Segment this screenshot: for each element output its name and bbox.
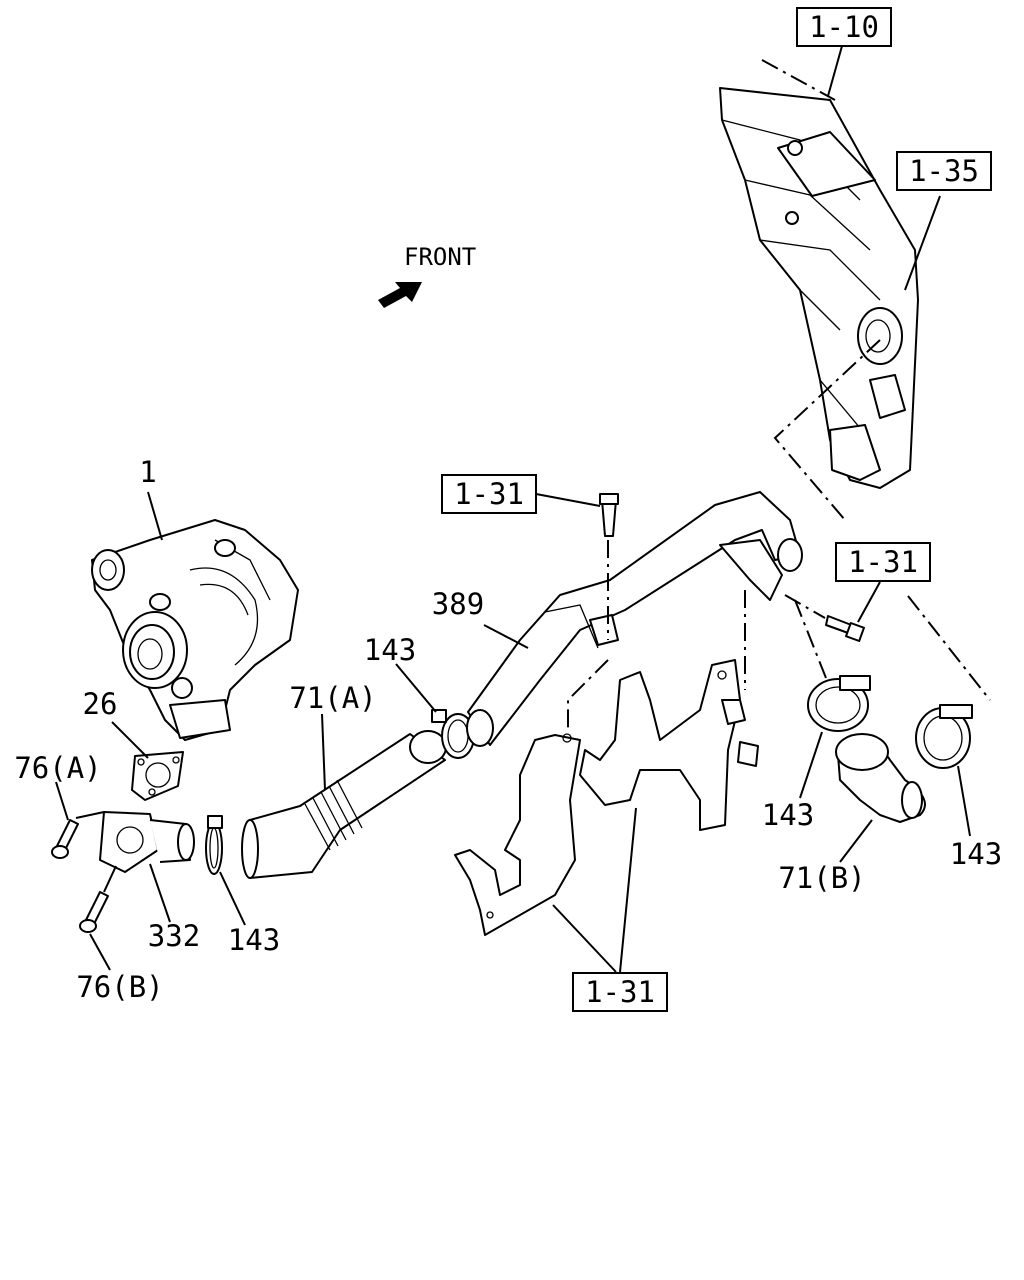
ref-box-1-31-top[interactable]: 1-31 [441,474,537,514]
bolt-right[interactable] [825,615,865,642]
leader-143-middle [395,663,437,713]
ref-1-31-right-label: 1-31 [848,545,918,579]
front-arrow-icon [378,282,422,308]
leader-1-31-top [535,493,601,507]
bolt-pipe-top[interactable] [599,493,619,537]
clamp-143-middle[interactable] [431,709,475,759]
hose-71b[interactable] [835,733,926,823]
leader-332 [149,863,171,923]
part-label-143-middle: 143 [364,633,416,667]
part-label-143-right-lower: 143 [762,798,814,832]
ref-box-1-31-right[interactable]: 1-31 [835,542,931,582]
ref-box-1-35[interactable]: 1-35 [896,151,992,191]
part-label-389: 389 [432,587,484,621]
part-label-76a: 76(A) [14,751,101,785]
dashdot-bracket-left [567,659,609,730]
intercooler-pipe-389[interactable] [466,491,803,747]
dashdot-1-10 [761,59,836,101]
bracket-right[interactable] [579,659,759,831]
leader-76b [89,933,111,971]
ref-1-10-label: 1-10 [809,10,879,44]
part-label-76b: 76(B) [76,970,163,1004]
leader-76a-to-flange [75,811,105,819]
bolt-76b[interactable] [79,891,109,933]
leader-1 [147,491,163,541]
part-label-71b: 71(B) [778,861,865,895]
turbocharger[interactable] [91,519,299,741]
leader-1-10 [827,45,843,97]
leader-71b [839,819,873,863]
leader-1-31-bottom-b [619,807,637,973]
hose-71a[interactable] [241,730,447,879]
clamp-143-far-right[interactable] [915,704,973,769]
leader-389 [483,624,529,649]
leader-76a [55,781,69,821]
leader-1-31-right [857,581,881,623]
part-label-1: 1 [139,455,156,489]
dashdot-clamp-right-lower [794,599,827,679]
dashdot-bolt-right [784,594,826,619]
part-label-332: 332 [148,919,200,953]
leader-143-far-right [957,765,971,837]
front-label: FRONT [404,243,476,271]
part-label-143-far-right: 143 [950,837,1002,871]
bracket-left[interactable] [454,733,581,936]
leader-1-31-bottom-a [552,904,617,973]
ref-box-1-31-bottom[interactable]: 1-31 [572,972,668,1012]
dashdot-clamp-far-right [907,595,991,701]
clamp-143-right-lower[interactable] [807,675,871,732]
leader-1-35 [904,195,941,291]
part-label-143-left: 143 [228,923,280,957]
dashdot-frame-center [773,339,881,521]
leader-26 [111,721,149,759]
part-label-26: 26 [83,687,118,721]
gasket-26[interactable] [131,751,184,801]
ref-1-35-label: 1-35 [909,154,979,188]
part-label-71a: 71(A) [289,681,376,715]
bolt-76a[interactable] [51,819,79,859]
leader-143-right-lower [799,731,823,799]
leader-143-left [219,871,246,926]
ref-1-31-bottom-label: 1-31 [585,975,655,1009]
chassis-frame-member [719,87,919,489]
leader-76b-to-flange [103,865,117,893]
adapter-flange-332[interactable] [99,811,195,873]
clamp-143-left[interactable] [205,815,223,875]
ref-box-1-10[interactable]: 1-10 [796,7,892,47]
ref-1-31-top-label: 1-31 [454,477,524,511]
leader-71a [321,713,326,791]
